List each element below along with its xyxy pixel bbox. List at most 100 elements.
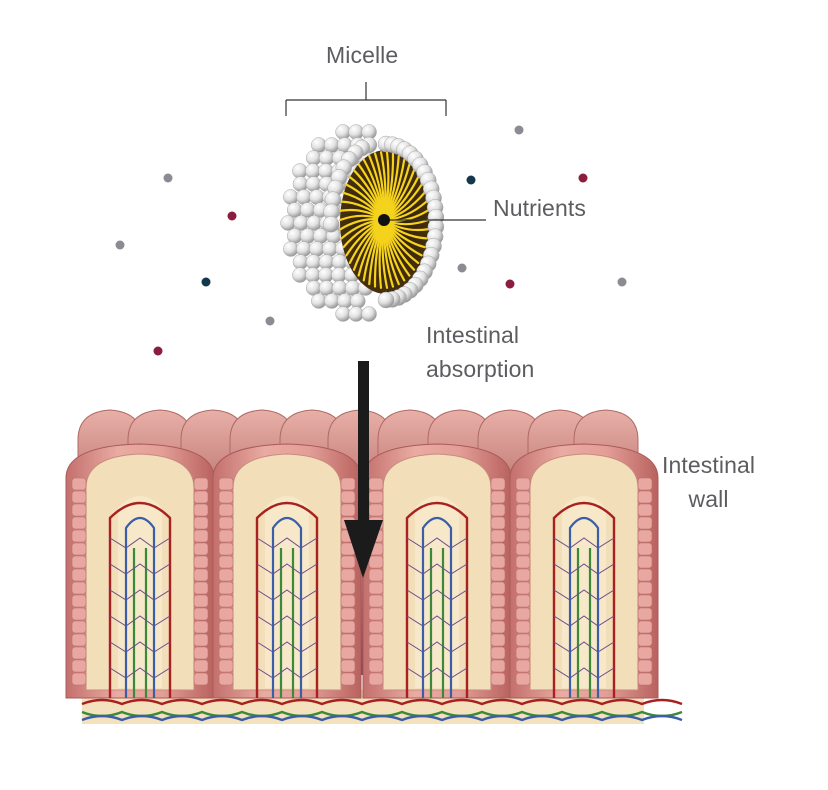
epithelial-cell [368, 490, 384, 504]
epithelial-cell [637, 477, 653, 491]
villus [212, 443, 362, 699]
villus-artery [405, 501, 469, 698]
epithelial-cell [218, 568, 234, 582]
epithelial-cell [340, 672, 356, 686]
epithelial-cell [193, 633, 209, 647]
epithelial-cell [340, 490, 356, 504]
epithelial-cell [515, 477, 531, 491]
epithelial-cell [218, 542, 234, 556]
epithelial-cell [71, 672, 87, 686]
epithelial-cell [515, 542, 531, 556]
villus-core [562, 496, 606, 688]
capillary [553, 667, 615, 679]
villus-vein [124, 516, 156, 698]
epithelial-cell [193, 555, 209, 569]
epithelial-cell [368, 646, 384, 660]
epithelial-cell [193, 594, 209, 608]
epithelial-cell [515, 659, 531, 673]
epithelial-cell [218, 607, 234, 621]
capillary [109, 641, 171, 653]
epithelial-cell [515, 503, 531, 517]
epithelial-cell [637, 581, 653, 595]
villus-core [265, 496, 309, 688]
submucosa-vessel [81, 714, 683, 722]
epithelial-cell [193, 620, 209, 634]
epithelial-cell [71, 477, 87, 491]
epithelial-cell [340, 581, 356, 595]
epithelial-cell [490, 620, 506, 634]
epithelial-cell [218, 672, 234, 686]
intestinal-wall-label: Intestinal wall [662, 448, 755, 516]
intestinal-absorption-label: Intestinal absorption [426, 318, 534, 386]
rim-sphere [377, 291, 395, 309]
epithelial-cell [71, 594, 87, 608]
capillary [406, 537, 468, 549]
villus-vein [568, 516, 600, 698]
epithelial-cell [340, 633, 356, 647]
capillary [406, 563, 468, 575]
particle-dot [617, 277, 627, 287]
epithelial-cell [340, 607, 356, 621]
epithelial-cell [193, 659, 209, 673]
epithelial-cell [490, 477, 506, 491]
epithelial-cell [71, 620, 87, 634]
particle-dot [115, 240, 125, 250]
capillary [406, 641, 468, 653]
capillary [109, 537, 171, 549]
epithelial-cell [637, 607, 653, 621]
epithelial-cell [515, 568, 531, 582]
capillary [109, 667, 171, 679]
particle-dot [514, 125, 524, 135]
epithelial-cell [368, 607, 384, 621]
villus-lacteal [132, 548, 148, 698]
epithelial-cell [71, 581, 87, 595]
epithelial-cell [368, 594, 384, 608]
particle-dot [578, 173, 588, 183]
villus-vein [271, 516, 303, 698]
absorption-arrow-head [344, 520, 383, 578]
submucosa-vessels [81, 698, 683, 722]
epithelial-cell [71, 503, 87, 517]
capillary [109, 563, 171, 575]
epithelial-cell [515, 607, 531, 621]
epithelial-cell [193, 646, 209, 660]
submucosa-vessel [81, 698, 683, 706]
intestinal-wall [65, 409, 683, 724]
epithelial-cell [637, 529, 653, 543]
capillary [553, 589, 615, 601]
epithelial-cell [218, 516, 234, 530]
epithelial-cell [490, 607, 506, 621]
epithelial-cell [490, 672, 506, 686]
epithelial-cell [490, 633, 506, 647]
epithelial-cell [490, 568, 506, 582]
epithelial-cell [490, 503, 506, 517]
shell-sphere [350, 293, 366, 309]
epithelial-cell [193, 516, 209, 530]
epithelial-cell [193, 542, 209, 556]
epithelial-cell [71, 568, 87, 582]
micelle-cut-rim [322, 135, 445, 309]
epithelial-cell [71, 529, 87, 543]
micelle-label: Micelle [326, 42, 399, 68]
epithelial-cell [193, 672, 209, 686]
epithelial-cell [340, 594, 356, 608]
villus-core [415, 496, 459, 688]
front-villi-row [65, 443, 659, 699]
epithelial-cell [490, 581, 506, 595]
capillary [256, 641, 318, 653]
villus-vein [421, 516, 453, 698]
epithelial-cell [368, 555, 384, 569]
epithelial-cell [490, 516, 506, 530]
epithelial-cell [218, 633, 234, 647]
micelle-nutrient-center-dot [378, 214, 390, 226]
epithelial-cell [515, 581, 531, 595]
epithelial-cell [368, 659, 384, 673]
particle-dot [227, 211, 237, 221]
epithelial-cell [71, 555, 87, 569]
epithelial-cell [218, 490, 234, 504]
intestinal-wall-label-line2: wall [688, 486, 729, 512]
epithelial-cell [218, 659, 234, 673]
epithelial-cell [340, 568, 356, 582]
epithelial-cell [71, 542, 87, 556]
